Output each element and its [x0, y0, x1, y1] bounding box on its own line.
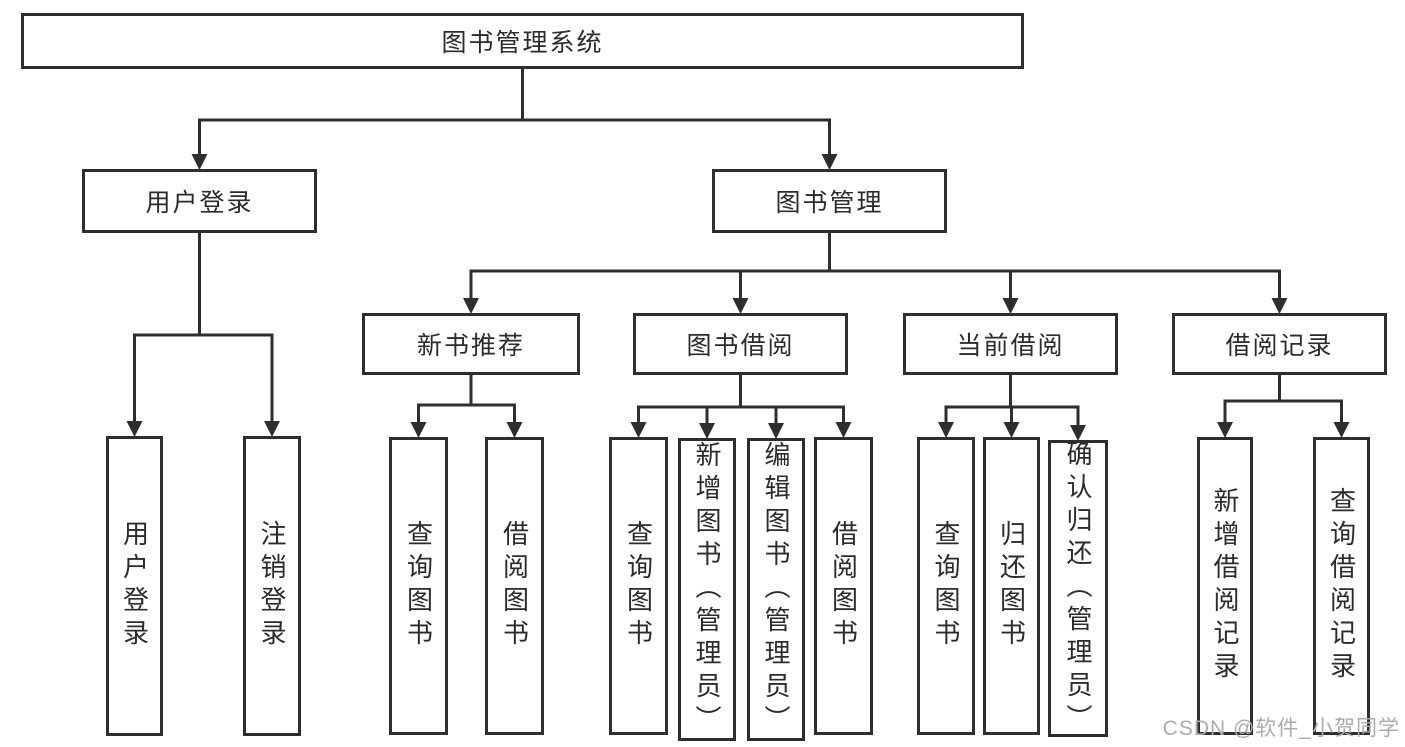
diagram-node-leaf-bb-add: 新增图书（管理员） [678, 438, 736, 741]
node-label: 注销登录 [257, 520, 287, 652]
node-label: 查询图书 [931, 520, 961, 652]
diagram-node-borrow-record: 借阅记录 [1172, 313, 1387, 375]
diagram-node-leaf-nb-query: 查询图书 [389, 437, 448, 735]
diagram-node-leaf-logout: 注销登录 [243, 436, 301, 736]
diagram-node-leaf-bb-borrow: 借阅图书 [814, 437, 873, 735]
node-label: 确认归还（管理员） [1063, 440, 1093, 737]
node-label: 图书管理 [775, 189, 884, 217]
node-label: 查询借阅记录 [1326, 487, 1357, 685]
diagram-node-root: 图书管理系统 [21, 13, 1024, 69]
diagram-node-leaf-bb-query: 查询图书 [609, 437, 668, 735]
diagram-node-leaf-cb-confirm: 确认归还（管理员） [1048, 440, 1108, 737]
diagram-node-leaf-br-add: 新增借阅记录 [1197, 437, 1253, 735]
node-label: 新增借阅记录 [1210, 487, 1240, 685]
diagram-node-user-login: 用户登录 [82, 169, 317, 233]
node-label: 图书借阅 [686, 332, 795, 360]
node-label: 归还图书 [996, 520, 1027, 652]
node-label: 借阅图书 [828, 520, 859, 652]
diagram-node-leaf-cb-return: 归还图书 [983, 437, 1040, 735]
node-label: 图书管理系统 [441, 29, 604, 57]
node-label: 查询图书 [403, 520, 434, 652]
watermark: CSDN @软件_小贺同学 [1162, 717, 1400, 740]
diagram-node-book-borrow: 图书借阅 [633, 313, 848, 375]
node-label: 借阅图书 [499, 520, 530, 652]
node-label: 借阅记录 [1225, 332, 1334, 360]
node-label: 新增图书（管理员） [692, 441, 722, 738]
diagram-node-new-book-rec: 新书推荐 [362, 313, 580, 375]
node-label: 新书推荐 [416, 332, 525, 360]
node-label: 当前借阅 [956, 332, 1065, 360]
diagram-node-book-mgmt: 图书管理 [712, 169, 947, 233]
node-label: 用户登录 [145, 189, 254, 217]
diagram-node-leaf-user-login: 用户登录 [106, 436, 163, 736]
diagram-node-leaf-br-query: 查询借阅记录 [1313, 437, 1370, 735]
node-label: 查询图书 [623, 520, 654, 652]
diagram-node-leaf-cb-query: 查询图书 [917, 437, 975, 735]
node-label: 编辑图书（管理员） [761, 441, 791, 738]
diagram-node-leaf-bb-edit: 编辑图书（管理员） [747, 438, 805, 741]
diagram-node-leaf-nb-borrow: 借阅图书 [485, 437, 544, 735]
node-label: 用户登录 [119, 520, 150, 652]
diagram-node-current-borrow: 当前借阅 [903, 313, 1118, 375]
